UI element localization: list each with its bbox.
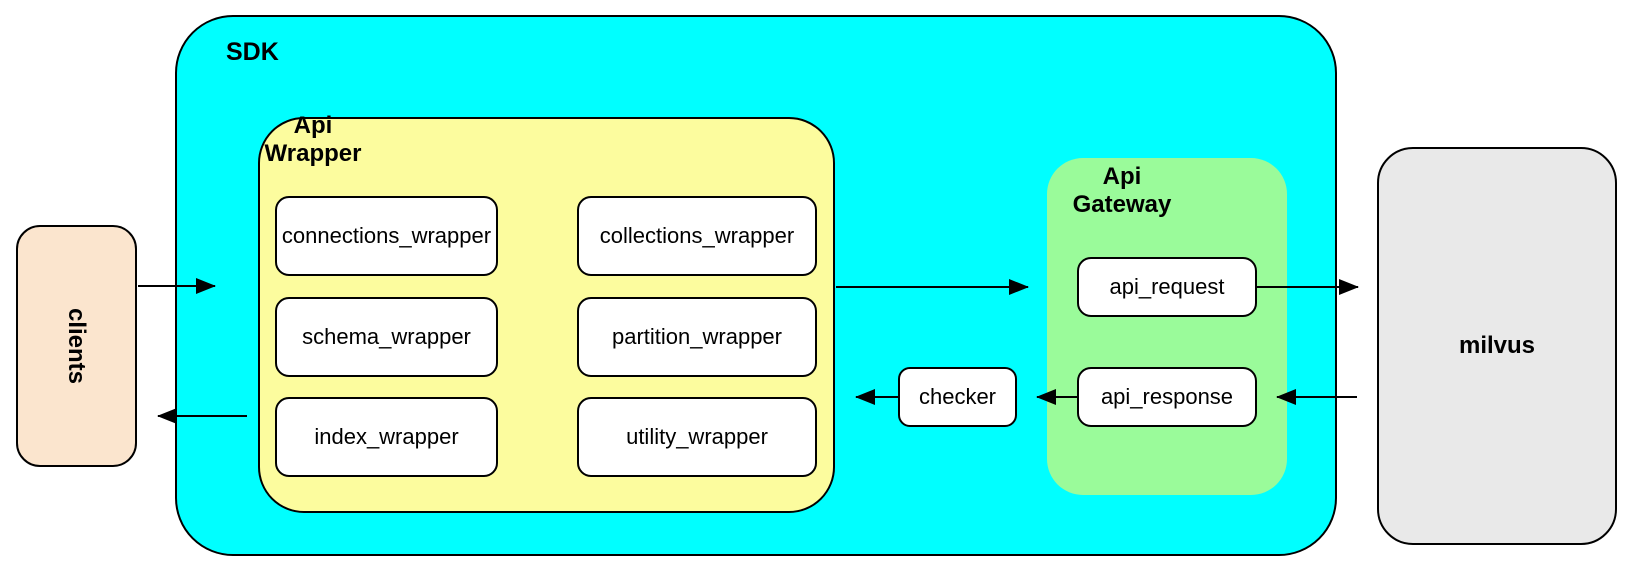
node-clients: clients — [16, 225, 137, 467]
node-checker: checker — [898, 367, 1017, 427]
node-index-wrapper: index_wrapper — [275, 397, 498, 477]
api-gateway-label: Api Gateway — [1072, 163, 1172, 218]
node-collections-wrapper: collections_wrapper — [577, 196, 817, 276]
node-schema-wrapper: schema_wrapper — [275, 297, 498, 377]
node-milvus: milvus — [1377, 147, 1617, 545]
node-connections-wrapper: connections_wrapper — [275, 196, 498, 276]
node-api-request: api_request — [1077, 257, 1257, 317]
api-wrapper-label: Api Wrapper — [264, 112, 362, 167]
node-partition-wrapper: partition_wrapper — [577, 297, 817, 377]
api-gateway-container — [1047, 158, 1287, 495]
node-api-response: api_response — [1077, 367, 1257, 427]
sdk-label: SDK — [226, 38, 279, 66]
node-utility-wrapper: utility_wrapper — [577, 397, 817, 477]
